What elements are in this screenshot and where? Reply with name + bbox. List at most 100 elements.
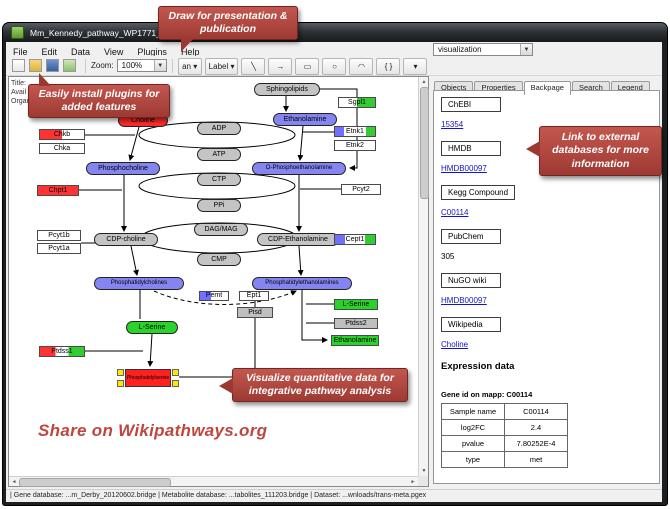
tool-button-3[interactable]: ╲ [241, 58, 266, 75]
visualization-combobox[interactable]: visualization ▼ [433, 43, 533, 56]
tool-button-7[interactable]: ◠ [349, 58, 374, 75]
node-chkb[interactable]: Chkb [39, 129, 85, 140]
viz-sample-squares [117, 369, 124, 387]
callout-pointer-icon [181, 38, 194, 53]
node-pemt[interactable]: Pemt [199, 291, 229, 301]
node-ppi[interactable]: PPi [197, 199, 241, 212]
canvas-vertical-scrollbar[interactable]: ▲ ▼ [418, 77, 429, 476]
node-cept1[interactable]: Cept1 [334, 234, 376, 245]
share-wikipathways-text: Share on Wikipathways.org [38, 421, 268, 440]
node-chpt1[interactable]: Chpt1 [37, 185, 79, 196]
node-l-serine[interactable]: L-Serine [126, 321, 178, 334]
node-ept1[interactable]: Ept1 [239, 291, 269, 301]
backpage-link-wikipedia[interactable]: Choline [441, 340, 469, 349]
node-l-serine[interactable]: L-Serine [334, 299, 378, 310]
callout-pointer-icon [39, 73, 51, 86]
horizontal-scroll-thumb[interactable] [19, 478, 171, 487]
tool-button-5[interactable]: ▭ [295, 58, 320, 75]
backpage-link-nugo-wiki[interactable]: HMDB00097 [441, 296, 487, 305]
scroll-right-icon[interactable]: ► [410, 479, 416, 485]
callout-draw-text: Draw for presentation & publication [168, 10, 288, 36]
canvas-horizontal-scrollbar[interactable]: ◄ ► [9, 476, 418, 487]
node-ethanolamine[interactable]: Ethanolamine [273, 113, 337, 126]
node-pcyt1a[interactable]: Pcyt1a [37, 243, 81, 254]
scroll-up-icon[interactable]: ▲ [421, 79, 427, 85]
vertical-scroll-thumb[interactable] [420, 87, 429, 199]
node-chka[interactable]: Chka [39, 143, 85, 154]
node-cmp[interactable]: CMP [197, 253, 241, 266]
menu-edit[interactable]: Edit [41, 47, 58, 57]
open-folder-icon[interactable] [29, 59, 42, 72]
backpage-header-nugo-wiki: NuGO wiki [441, 273, 501, 288]
node-pisd[interactable]: Pisd [237, 307, 273, 318]
node-cdp-ethanolamine[interactable]: CDP-Ethanolamine [257, 233, 339, 246]
new-file-icon[interactable] [12, 59, 25, 72]
callout-pointer-icon [219, 378, 233, 394]
tool-button-2[interactable]: Label ▾ [204, 58, 239, 75]
node-sphingolipids[interactable]: Sphingolipids [254, 83, 320, 96]
canvas-meta-line: Title: [11, 80, 26, 87]
callout-pointer-icon [526, 141, 540, 157]
menu-data[interactable]: Data [71, 47, 91, 57]
tool-button-1[interactable]: an ▾ [177, 58, 202, 75]
callout-visualize: Visualize quantitative data for integrat… [219, 368, 408, 403]
backpage-link-kegg-compound[interactable]: C00114 [441, 208, 469, 217]
node-o-phosphoethanolamine[interactable]: O-Phosphoethanolamine [252, 162, 346, 175]
node-etnk2[interactable]: Etnk2 [334, 140, 376, 151]
backpage-link-chebi[interactable]: 15354 [441, 120, 464, 129]
node-ctp[interactable]: CTP [197, 173, 241, 186]
tool-button-8[interactable]: { } [376, 58, 401, 75]
tool-button-9[interactable]: ▾ [403, 58, 428, 75]
node-phosphatidylserine[interactable]: Phosphatidylserine [117, 369, 179, 387]
tool-button-4[interactable]: → [268, 58, 293, 75]
scroll-down-icon[interactable]: ▼ [421, 468, 427, 474]
menu-view[interactable]: View [104, 47, 124, 57]
node-phosphatidylethanolamines[interactable]: Phosphatidylethanolamines [252, 277, 352, 290]
save-icon[interactable] [46, 59, 59, 72]
toolbar-separator [171, 58, 173, 73]
visualization-combobox-value: visualization [438, 45, 482, 54]
node-dag-mag[interactable]: DAG/MAG [194, 223, 248, 236]
node-phosphatidylcholines[interactable]: Phosphatidylcholines [94, 277, 184, 290]
export-icon[interactable] [63, 59, 76, 72]
tool-button-6[interactable]: ○ [322, 58, 347, 75]
callout-plugins-text: Easily install plugins for added feature… [38, 88, 160, 114]
tab-backpage[interactable]: Backpage [523, 81, 571, 95]
title-bar[interactable]: Mm_Kennedy_pathway_WP1771_45176.gpml [3, 23, 667, 42]
node-phosphocholine[interactable]: Phosphocholine [86, 162, 160, 175]
table-cell: 7.80252E-4 [504, 435, 568, 452]
window-title: Mm_Kennedy_pathway_WP1771_45176.gpml [30, 27, 206, 38]
menu-file[interactable]: File [13, 47, 28, 57]
viz-sample-squares [172, 369, 179, 387]
node-ethanolamine[interactable]: Ethanolamine [331, 335, 379, 346]
node-etnk1[interactable]: Etnk1 [334, 126, 376, 137]
node-adp[interactable]: ADP [197, 122, 241, 135]
scroll-left-icon[interactable]: ◄ [11, 479, 17, 485]
node-pcyt2[interactable]: Pcyt2 [341, 184, 381, 195]
chevron-down-icon[interactable]: ▼ [520, 44, 532, 55]
node-cdp-choline[interactable]: CDP-choline [94, 233, 158, 246]
status-bar: | Gene database: ...m_Derby_20120602.bri… [6, 489, 662, 502]
backpage-link-hmdb[interactable]: HMDB00097 [441, 164, 487, 173]
node-atp[interactable]: ATP [197, 148, 241, 161]
callout-link: Link to external databases for more info… [526, 126, 662, 176]
node-ptdss1[interactable]: Ptdss1 [39, 346, 85, 357]
app-logo-icon [11, 26, 24, 39]
chevron-down-icon[interactable]: ▼ [153, 60, 166, 71]
table-cell: type [441, 451, 505, 468]
backpage-header-chebi: ChEBI [441, 97, 501, 112]
callout-plugins: Easily install plugins for added feature… [28, 73, 170, 119]
node-ptdss2[interactable]: Ptdss2 [334, 318, 378, 329]
menu-plugins[interactable]: Plugins [137, 47, 167, 57]
node-sgpl1[interactable]: Sgpl1 [338, 97, 376, 108]
zoom-combobox[interactable]: 100% ▼ [116, 59, 167, 72]
node-pcyt1b[interactable]: Pcyt1b [37, 230, 81, 241]
